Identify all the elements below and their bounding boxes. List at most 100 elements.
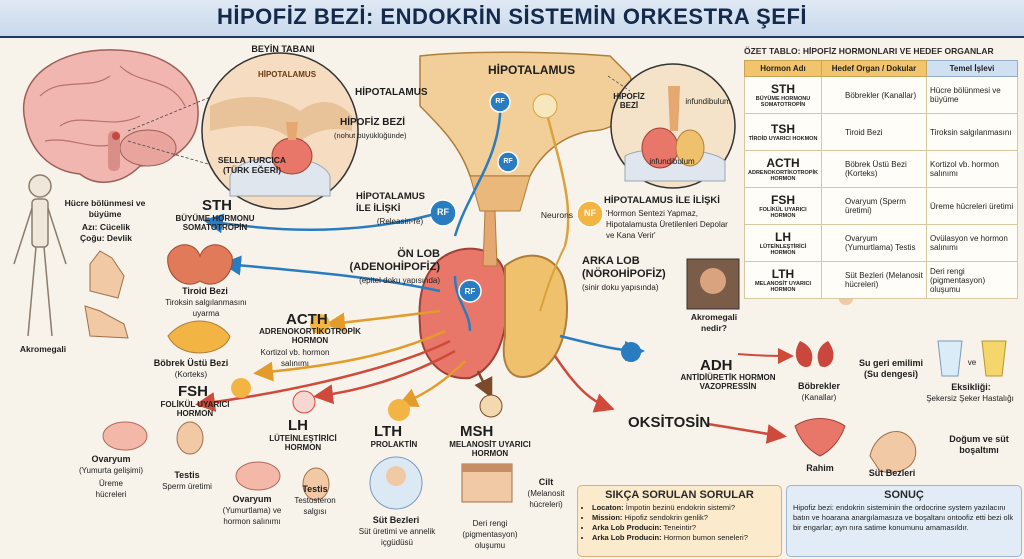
label-tiroid: Tiroid Bezi (182, 286, 228, 296)
label-su-dengesi: (Su dengesi) (863, 369, 918, 379)
label-lh-testis-note: Testosteron salgısı (294, 496, 336, 516)
hand-image (89, 250, 125, 299)
label-sth-effect: Hücre bölünmesi ve büyüme (64, 198, 146, 219)
conclusion-title: SONUÇ (884, 489, 924, 501)
label-acth-note: Kortizol vb. hormon salınımı (260, 348, 330, 368)
label-msh-note: Deri rengi (pigmentasyon) oluşumu (462, 519, 518, 550)
label-hipofiz-small: HİPOFİZ BEZİ (613, 92, 645, 110)
label-lh-name: LÜTEİNLEŞTİRİCİ HORMON (269, 434, 337, 452)
breastfeeding-image (369, 456, 423, 510)
label-arka-lob-note: (sinir doku yapısında) (582, 283, 659, 292)
summary-table-grid: Hormon Adı Hedef Organ / Dokular Temel İ… (744, 60, 1019, 299)
faq-item: Arka Lob Producin: Teneintir? (592, 523, 781, 533)
label-rel-left-note: (Releasin-re) (376, 217, 424, 226)
faq-key: Locaton: (592, 503, 624, 512)
faq-key: Arka Lob Producin: (592, 523, 662, 532)
conclusion-text: Hipofiz bezi: endokrin sisteminin the or… (793, 503, 1014, 532)
label-ve: ve (967, 358, 977, 367)
hormone-name: FOLİKÜL UYARICI HORMON (759, 206, 807, 219)
label-ureme: Üreme hücreleri (95, 479, 127, 499)
label-testis: Testis (174, 470, 200, 480)
faq-item: Locaton: İmpotin bezinü endokrin sistemi… (592, 503, 781, 513)
akromegali-photo (686, 258, 740, 310)
faq-value: İmpotin bezinü endokrin sistemi? (625, 503, 735, 512)
label-hipofiz-bezi: HİPOFİZ BEZİ (340, 117, 405, 128)
label-eksikligi: Eksikliği: (951, 382, 991, 392)
hormone-name: TİROİD UYARICI HOKMON (748, 135, 818, 142)
adrenal-image (167, 320, 231, 354)
testis-image (176, 421, 330, 501)
label-on-lob-note: (epitel doku yapısında) (359, 276, 440, 285)
label-sut-bezleri-right: Süt Bezleri (868, 468, 916, 478)
target-organ: Ovaryum (Sperm üretimi) (844, 197, 906, 215)
label-lth-name: PROLAKTİN (370, 440, 418, 449)
label-ovaryum: Ovaryum (91, 454, 131, 464)
label-adh: ADH (700, 357, 733, 374)
thyroid-image (167, 244, 233, 285)
faq-key: Arka Lob Producin: (592, 533, 662, 542)
label-rel-left: HİPOTALAMUS İLE İLİŞKİ (356, 191, 425, 214)
foot-image (84, 305, 129, 339)
label-akromegali: Akromegali (19, 344, 67, 354)
label-fsh-name: FOLİKÜL UYARICI HORMON (160, 400, 230, 418)
label-testis-note: Sperm üretimi (162, 482, 212, 491)
label-beyin-tabani: BEYİN TABANI (251, 44, 315, 54)
hormone-code: ACTH (766, 155, 800, 170)
rf-marker (489, 91, 511, 113)
hormone-code: LH (774, 229, 791, 244)
hormone-name: MELANOSİT UYARICI HORMON (754, 280, 811, 293)
water-glass-image (937, 340, 963, 377)
ovary-image (102, 421, 281, 491)
summary-table: ÖZET TABLO: HİPOFİZ HORMONLARI VE HEDEF … (744, 46, 1022, 299)
rf-marker (458, 279, 482, 303)
label-sth-azi: Azı: Cücelik (81, 222, 131, 232)
hormone-code: LTH (771, 266, 795, 281)
label-on-lob: ÖN LOB (397, 248, 440, 260)
label-sth: STH (202, 197, 232, 214)
label-lh-ovaryum: Ovaryum (232, 494, 272, 504)
label-acth: ACTH (286, 311, 328, 328)
label-bobrek-ustu: Böbrek Üstü Bezi (153, 358, 229, 368)
label-lh-ovaryum-note: (Yumurtlama) ve hormon salınımı (222, 506, 282, 526)
label-msh: MSH (460, 423, 494, 440)
title-bar (0, 0, 1024, 38)
table-header: Hedef Organ / Dokular (820, 60, 927, 77)
table-header: Hormon Adı (744, 60, 822, 77)
skeleton-image (13, 174, 67, 337)
label-bobrekler-note: (Kanallar) (801, 393, 837, 402)
label-eksikligi-note: Şekersiz Şeker Hastalığı (926, 394, 1014, 403)
label-hipofiz-note: (nohut büyüklüğünde) (334, 131, 407, 140)
table-header: Temel İşlevi (925, 60, 1019, 77)
hormone-code: FSH (770, 192, 795, 207)
label-infundibulum-bottom: infundibulum (649, 157, 695, 166)
water-drop-icon (621, 342, 641, 362)
rf-label: RF (437, 207, 449, 217)
hormone-code: TSH (770, 121, 795, 136)
rf-marker (429, 199, 457, 227)
neuron-icon (532, 93, 558, 119)
label-center-hipotalamus: HİPOTALAMUS (488, 63, 576, 77)
label-sut-note: Süt üretimi ve annelik içgüdüsü (358, 527, 436, 547)
label-sella-note: (TÜRK EĞERİ) (222, 165, 282, 175)
label-lh-testis: Testis (302, 484, 328, 494)
pituitary-illustration (13, 49, 1007, 510)
conclusion-box: SONUÇ Hipofiz bezi: endokrin sisteminin … (786, 485, 1022, 557)
label-dogum: Doğum ve süt boşaltımı (949, 434, 1009, 455)
inset-infundibulum (610, 63, 736, 189)
milk-drop-icon (388, 399, 410, 421)
label-bobrek-ustu-note: (Korteks) (174, 370, 208, 379)
label-arka-lob: ARKA LOB (582, 255, 640, 267)
uterus-image (794, 418, 846, 457)
label-arka-lob-sub: (NÖROHİPOFİZ) (582, 268, 666, 280)
label-infundibulum-top: infundibulum (685, 97, 731, 106)
hormone-function: Hücre bölünmesi ve büyüme (925, 76, 1019, 114)
skin-image (461, 463, 513, 503)
target-organ: Ovaryum (Yumurtlama) Testis (844, 234, 916, 252)
label-su-geri: Su geri emilimi (858, 358, 924, 368)
sun-icon (479, 394, 503, 418)
faq-value: Teneintir? (663, 523, 697, 532)
